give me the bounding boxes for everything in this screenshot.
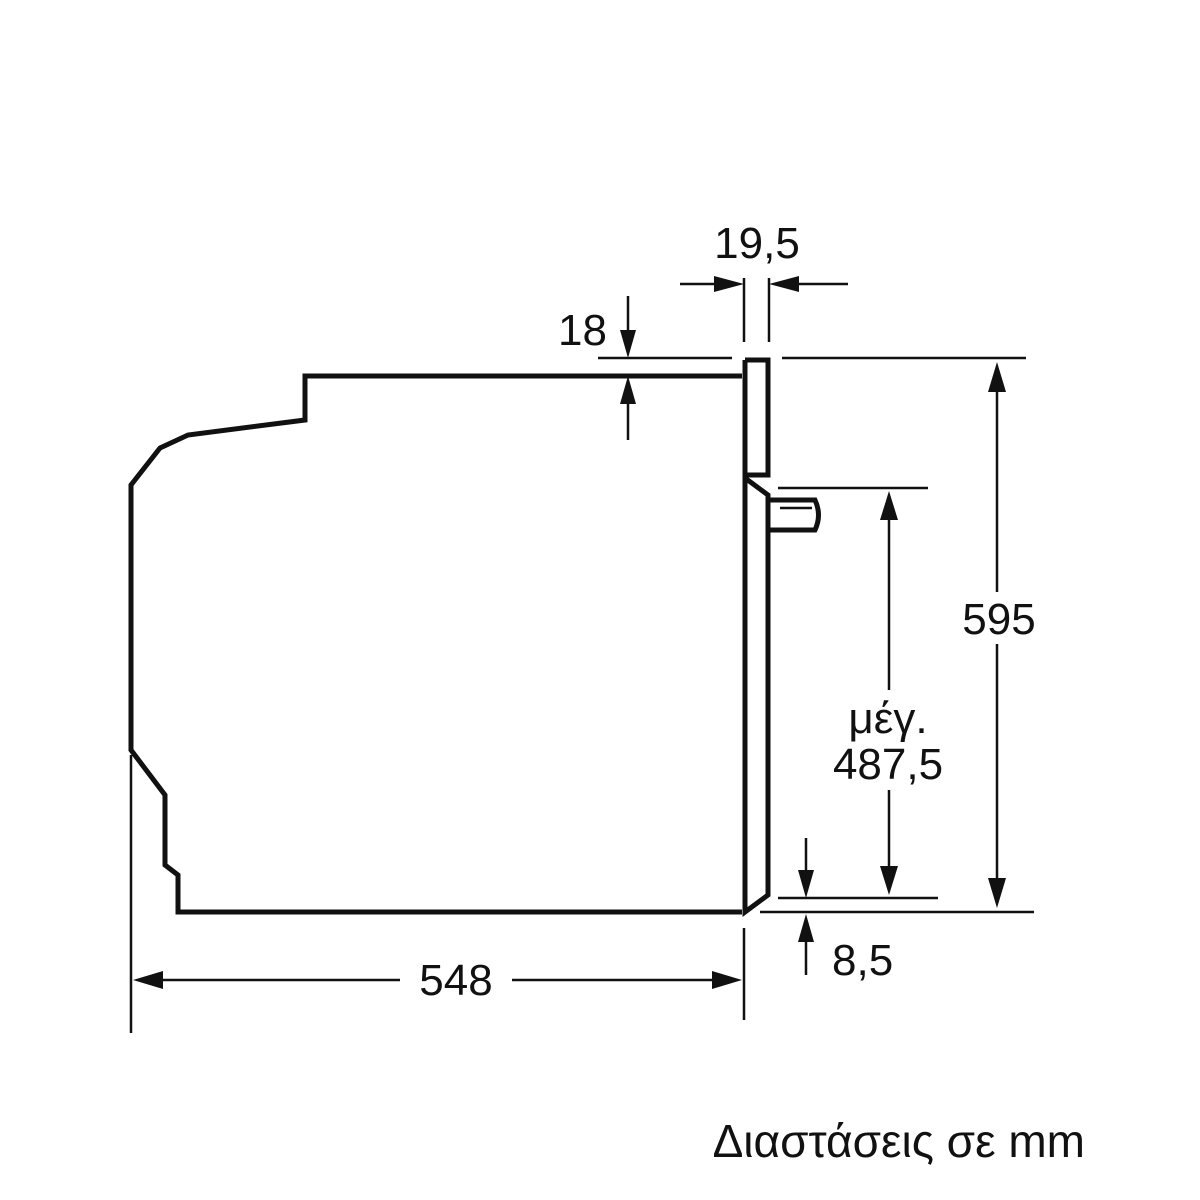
front-thickness-label: 19,5 <box>714 219 800 268</box>
arrow-down-icon <box>880 866 898 895</box>
arrow-up-icon <box>880 491 898 520</box>
arrow-right-icon <box>712 971 742 989</box>
top-offset-dimension: 18 <box>558 296 732 440</box>
arrow-down-icon <box>988 878 1006 908</box>
arrow-up-icon <box>798 914 814 942</box>
arrow-left-icon <box>133 971 163 989</box>
max-height-label: 487,5 <box>833 740 943 789</box>
arrow-down-icon <box>798 870 814 898</box>
total-height-dimension: 595 <box>760 356 1039 914</box>
bottom-offset-label: 8,5 <box>832 936 893 985</box>
oven-door <box>742 473 771 917</box>
caption: Διαστάσεις σε mm <box>713 1115 1085 1167</box>
arrow-left-icon <box>769 276 799 292</box>
arrow-up-icon <box>620 376 636 404</box>
front-thickness-dimension: 19,5 <box>680 219 848 342</box>
max-height-dimension: μέγ. 487,5 <box>778 486 943 900</box>
depth-label: 548 <box>419 956 492 1005</box>
arrow-up-icon <box>988 362 1006 392</box>
oven-front-panel <box>742 357 771 478</box>
bottom-offset-dimension: 8,5 <box>798 838 893 985</box>
max-label: μέγ. <box>848 694 927 743</box>
oven-body-outline <box>128 373 742 915</box>
top-offset-label: 18 <box>558 306 607 355</box>
depth-dimension: 548 <box>129 755 746 1033</box>
total-height-label: 595 <box>962 595 1035 644</box>
arrow-down-icon <box>620 330 636 358</box>
arrow-right-icon <box>714 276 744 292</box>
oven-handle <box>770 497 821 533</box>
